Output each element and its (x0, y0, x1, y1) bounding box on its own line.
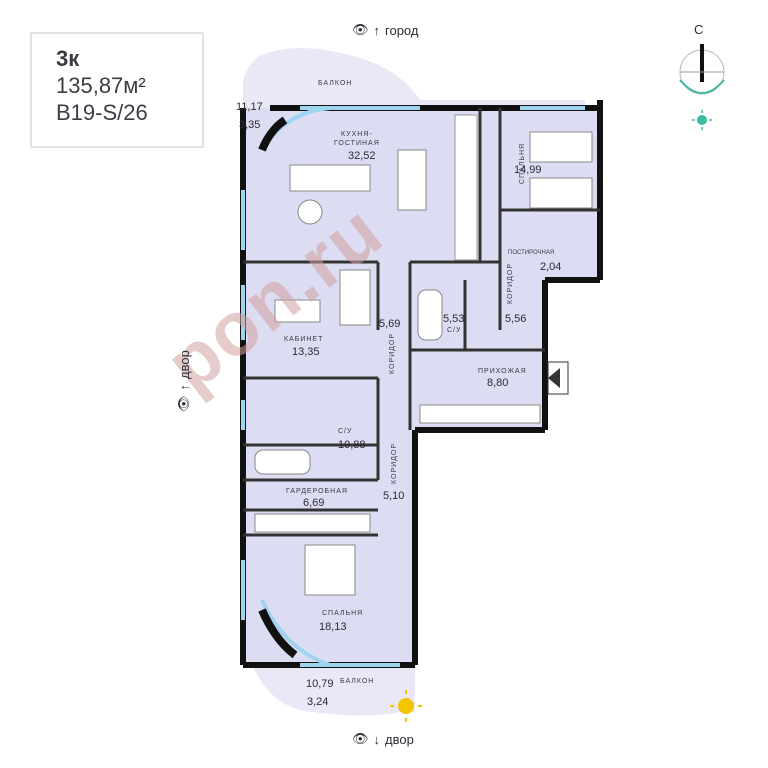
corridor-low-area: 5,10 (383, 490, 405, 502)
bedroom-bottom-area: 18,13 (319, 621, 347, 633)
laundry-area: 2,04 (540, 261, 562, 273)
arrow-up-icon: ↑ (176, 383, 192, 391)
kitchen-area: 32,52 (348, 150, 376, 162)
bed-right-2 (529, 177, 593, 209)
wardrobe-area: 6,69 (303, 497, 325, 509)
office-desk (274, 299, 321, 323)
bath-mid-area: 5,53 (443, 313, 465, 325)
corridor-low-label: КОРИДОР (391, 443, 398, 484)
sun-icon-bottom (390, 690, 422, 722)
eye-icon: 👁 (176, 395, 191, 412)
hall-wardrobe (419, 404, 541, 424)
corridor-mid-label: КОРИДОР (389, 333, 396, 374)
hall-area: 8,80 (487, 377, 509, 389)
arrow-up-icon: ↑ (373, 22, 381, 38)
balcony-bottom-label: БАЛКОН (340, 678, 375, 685)
arrow-down-icon: ↓ (373, 731, 381, 747)
sun-icon-top (692, 110, 712, 130)
corridor-right-label: КОРИДОР (507, 263, 514, 304)
kitchen-counter (454, 114, 478, 261)
bed-right-1 (529, 131, 593, 163)
dining-table (397, 149, 427, 211)
balcony-top-ceiling: 3,35 (239, 119, 261, 131)
wardrobe-label: ГАРДЕРОБНАЯ (286, 488, 348, 495)
balcony-top-area: 11,17 (236, 101, 263, 113)
office-area: 13,35 (292, 346, 320, 358)
direction-top: 👁 ↑ город (352, 22, 419, 38)
bathtub-left (254, 449, 311, 475)
eye-icon: 👁 (352, 22, 369, 37)
balcony-top-label: БАЛКОН (318, 80, 353, 87)
corridor-mid-area: 5,69 (379, 318, 401, 330)
compass-north-label: С (694, 22, 704, 37)
balcony-bottom-ceiling: 3,24 (307, 696, 329, 708)
apartment-info-card: 3к 135,87м² B19-S/26 (30, 32, 204, 148)
sofa (289, 164, 371, 192)
compass (679, 44, 725, 95)
eye-icon: 👁 (352, 731, 369, 746)
direction-left: 👁 ↑ двор (176, 350, 192, 412)
balcony-top (262, 48, 585, 108)
corridor-right-area: 5,56 (505, 313, 527, 325)
bathtub-mid (417, 289, 443, 341)
hall-label: ПРИХОЖАЯ (478, 368, 527, 375)
kitchen-label: КУХНЯ- ГОСТИНАЯ (334, 131, 380, 147)
double-bed (304, 544, 356, 596)
bath-left-area: 10,88 (338, 439, 366, 451)
room-count: 3к (56, 46, 80, 71)
laundry-label: ПОСТИРОЧНАЯ (508, 250, 555, 256)
coffee-table (297, 199, 323, 225)
wardrobe (254, 513, 371, 533)
bath-left-label: С/У (338, 428, 353, 435)
balcony-bottom-area: 10,79 (306, 678, 334, 690)
apartment-code: B19-S/26 (56, 100, 148, 125)
bath-mid-label: С/У (447, 327, 462, 334)
office-sofa (339, 269, 371, 326)
bedroom-bottom-label: СПАЛЬНЯ (322, 610, 364, 617)
bedroom-right-area: 14,99 (514, 164, 542, 176)
office-label: КАБИНЕТ (284, 336, 324, 343)
entrance-arrow (548, 368, 560, 388)
direction-bottom: 👁 ↓ двор (352, 731, 414, 747)
total-area: 135,87м² (56, 73, 146, 98)
inner-walls (243, 108, 600, 537)
